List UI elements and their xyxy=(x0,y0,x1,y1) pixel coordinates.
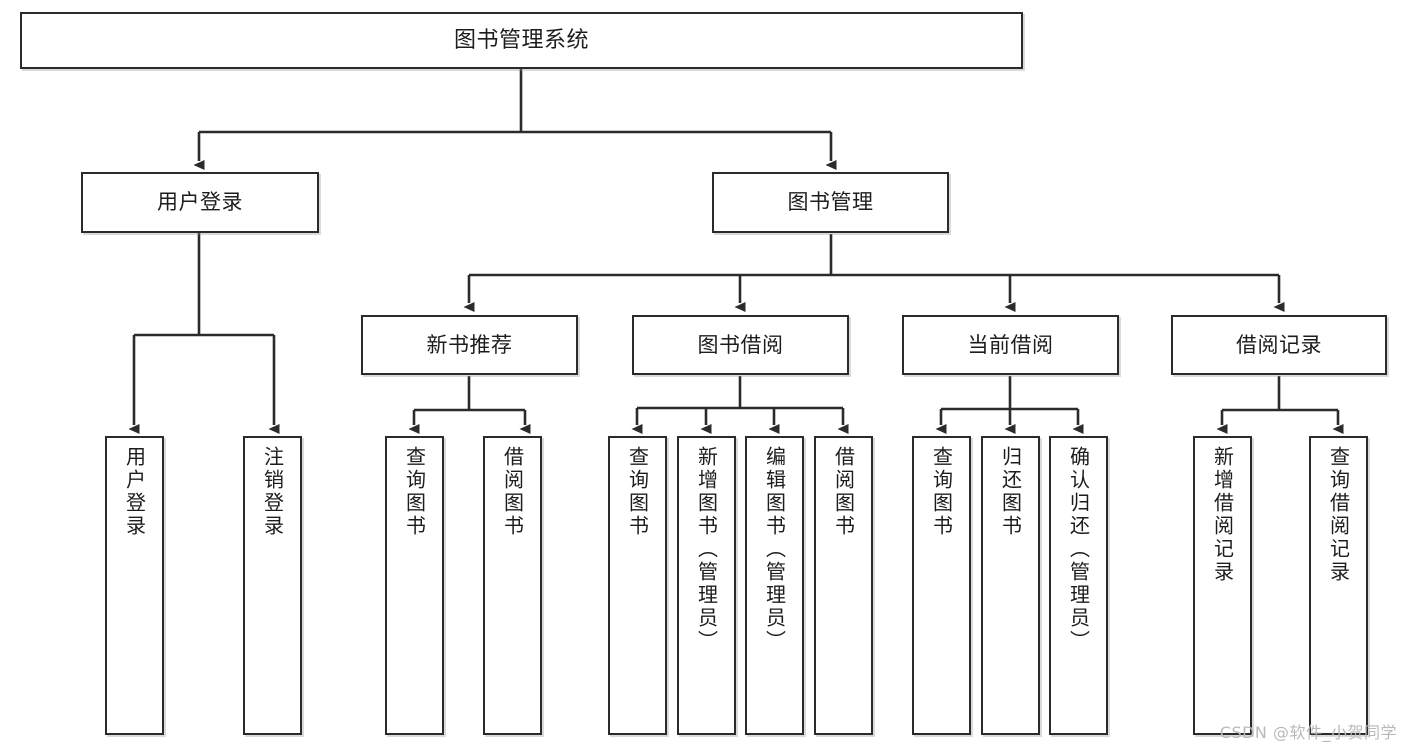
node-label: 确认归还（管理员） xyxy=(1066,446,1091,653)
node-borrow-record[interactable]: 借阅记录 xyxy=(1171,315,1387,375)
node-leaf-borrow-book-recommend[interactable]: 借阅图书 xyxy=(483,436,542,735)
node-label: 新增借阅记录 xyxy=(1210,446,1235,584)
node-label: 查询借阅记录 xyxy=(1326,446,1351,584)
node-label: 图书管理系统 xyxy=(453,27,589,53)
node-book-manage[interactable]: 图书管理 xyxy=(712,172,949,233)
node-leaf-confirm-return[interactable]: 确认归还（管理员） xyxy=(1049,436,1108,735)
node-label: 查询图书 xyxy=(625,446,650,538)
node-label: 借阅图书 xyxy=(831,446,856,538)
node-new-book-recommend[interactable]: 新书推荐 xyxy=(361,315,578,375)
node-leaf-query-book-current[interactable]: 查询图书 xyxy=(912,436,971,735)
node-label: 查询图书 xyxy=(402,446,427,538)
node-leaf-query-record[interactable]: 查询借阅记录 xyxy=(1309,436,1368,735)
node-leaf-logout-login[interactable]: 注销登录 xyxy=(243,436,302,735)
node-current-borrow[interactable]: 当前借阅 xyxy=(902,315,1119,375)
node-label: 借阅图书 xyxy=(500,446,525,538)
node-label: 借阅记录 xyxy=(1236,332,1322,357)
node-label: 新书推荐 xyxy=(426,332,513,357)
node-label: 用户登录 xyxy=(122,446,147,538)
node-user-login[interactable]: 用户登录 xyxy=(81,172,319,233)
node-root-system[interactable]: 图书管理系统 xyxy=(20,12,1023,69)
node-book-borrow[interactable]: 图书借阅 xyxy=(632,315,849,375)
csdn-watermark: CSDN @软件_小贺同学 xyxy=(1219,723,1397,742)
node-leaf-user-login[interactable]: 用户登录 xyxy=(105,436,164,735)
node-label: 当前借阅 xyxy=(967,332,1054,357)
node-leaf-add-record[interactable]: 新增借阅记录 xyxy=(1193,436,1252,735)
node-label: 新增图书（管理员） xyxy=(694,446,719,653)
node-label: 图书借阅 xyxy=(697,332,784,357)
node-leaf-edit-book[interactable]: 编辑图书（管理员） xyxy=(745,436,804,735)
node-leaf-add-book[interactable]: 新增图书（管理员） xyxy=(677,436,736,735)
node-label: 编辑图书（管理员） xyxy=(762,446,787,653)
node-label: 注销登录 xyxy=(260,446,285,538)
node-label: 图书管理 xyxy=(787,190,874,215)
node-leaf-query-book-recommend[interactable]: 查询图书 xyxy=(385,436,444,735)
node-label: 用户登录 xyxy=(157,190,243,215)
node-leaf-borrow-book[interactable]: 借阅图书 xyxy=(814,436,873,735)
node-leaf-query-book-borrow[interactable]: 查询图书 xyxy=(608,436,667,735)
node-label: 查询图书 xyxy=(929,446,954,538)
node-label: 归还图书 xyxy=(998,446,1023,538)
node-leaf-return-book[interactable]: 归还图书 xyxy=(981,436,1040,735)
